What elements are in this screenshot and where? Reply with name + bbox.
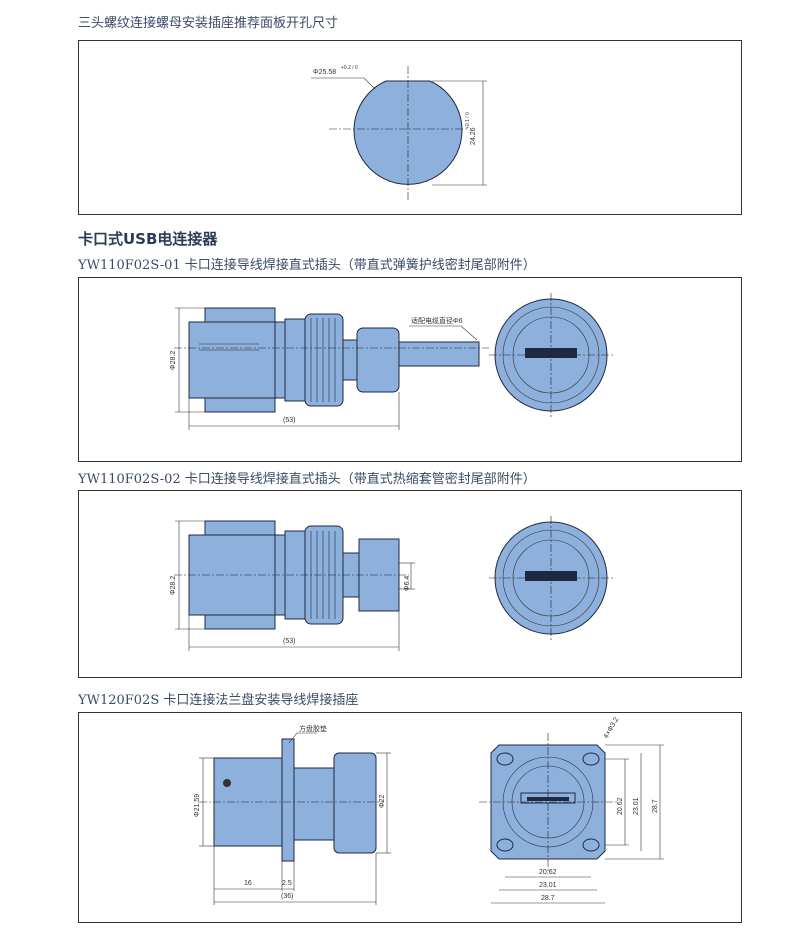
- p2-cable-note: Φ6.4: [404, 576, 411, 591]
- p3-dim-28-7-h: 28.7: [541, 895, 555, 902]
- cutout-flat-tol: +0.1 / 0: [465, 112, 471, 129]
- product-3-drawing: 方盘胶垫 Φ21.59 Φ22 16 2.5 (36) 4×Φ3.2 20.62…: [78, 712, 742, 923]
- gasket-note: 方盘胶垫: [299, 724, 327, 733]
- p3-dim-16: 16: [244, 880, 252, 887]
- product-2-title: YW110F02S-02 卡口连接导线焊接直式插头（带直式热缩套管密封尾部附件）: [78, 472, 536, 487]
- p3-length: (36): [281, 893, 293, 900]
- p1-cable-note: 适配电缆直径Φ6: [411, 316, 463, 325]
- p1-length: (53): [283, 417, 295, 424]
- product-3-svg: 方盘胶垫 Φ21.59 Φ22 16 2.5 (36) 4×Φ3.2 20.62…: [194, 716, 664, 905]
- p1-diameter: Φ28.2: [170, 351, 177, 370]
- p3-dim-20-62-v: 20.62: [617, 797, 624, 815]
- product-3-title: YW120F02S 卡口连接法兰盘安装导线焊接插座: [78, 693, 359, 708]
- panel-cutout-drawing: Φ25.58 +0.2 / 0 24.26 +0.1 / 0: [78, 40, 742, 215]
- panel-cutout-svg: Φ25.58 +0.2 / 0 24.26 +0.1 / 0: [311, 65, 487, 201]
- spring-guard: [398, 341, 480, 367]
- p3-body-diameter: Φ21.59: [194, 794, 201, 817]
- knurled-nut: [356, 327, 400, 393]
- p3-dim-20-62-h: 20.62: [539, 869, 557, 876]
- p3-dim-28-7-v: 28.7: [652, 799, 659, 813]
- product-1-svg: Φ28.2 (53) 适配电缆直径Φ6: [170, 293, 614, 430]
- knurled-nut: [333, 752, 377, 854]
- panel-cutout-title: 三头螺纹连接螺母安装插座推荐面板开孔尺寸: [78, 16, 339, 31]
- p3-dim-2-5: 2.5: [282, 880, 292, 887]
- product-2-drawing: Φ28.2 (53) Φ6.4: [78, 490, 742, 678]
- cutout-flat-label: 24.26: [470, 127, 477, 145]
- cutout-diameter-tol: +0.2 / 0: [341, 65, 358, 71]
- p3-hole-dim: 4×Φ3.2: [603, 716, 621, 740]
- p3-nut-diameter: Φ22: [379, 795, 386, 808]
- p3-flange-front-view: [490, 744, 606, 860]
- heat-shrink-tail: [358, 538, 400, 612]
- p2-diameter: Φ28.2: [170, 576, 177, 595]
- section-title: 卡口式USB电连接器: [78, 230, 218, 248]
- cutout-diameter-label: Φ25.58: [313, 69, 336, 76]
- product-2-svg: Φ28.2 (53) Φ6.4: [170, 516, 614, 651]
- p3-dim-23-01-h: 23.01: [539, 882, 557, 889]
- flange: [281, 738, 295, 862]
- p2-length: (53): [283, 638, 295, 645]
- product-1-title: YW110F02S-01 卡口连接导线焊接直式插头（带直式弹簧护线密封尾部附件）: [78, 258, 536, 273]
- p3-dim-23-01-v: 23.01: [633, 797, 640, 815]
- product-1-drawing: Φ28.2 (53) 适配电缆直径Φ6: [78, 277, 742, 462]
